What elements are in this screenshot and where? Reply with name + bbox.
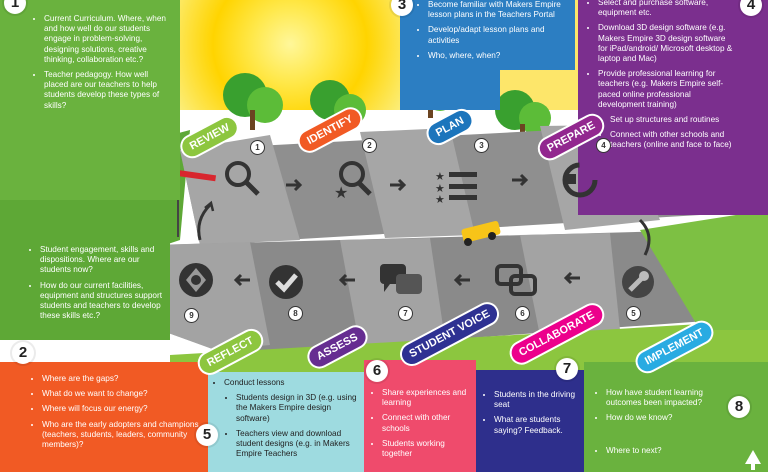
step-number: 7 <box>398 306 413 321</box>
chat-icon <box>380 264 422 294</box>
panel-number-5: 5 <box>196 424 218 446</box>
svg-text:★: ★ <box>435 170 445 183</box>
panel-implement-questions <box>208 372 364 472</box>
svg-text:★: ★ <box>334 183 348 202</box>
panel-4-item: Download 3D design software (e.g. Makers… <box>598 23 736 64</box>
sky-background <box>180 0 400 110</box>
panel-4-item: Select and purchase software, equipment … <box>598 0 736 18</box>
magnifier-icon <box>225 161 260 196</box>
panel-7-text: Students in the driving seat What are st… <box>484 390 580 441</box>
step-number: 4 <box>596 138 611 153</box>
step-number: 8 <box>288 306 303 321</box>
step-number: 3 <box>474 138 489 153</box>
panel-reflect-questions <box>0 230 170 340</box>
panel-1-text: Current Curriculum. Where, when and how … <box>34 14 174 116</box>
panel-6-item: Share experiences and learning <box>382 388 472 408</box>
list-icon: ★★★ <box>435 170 477 204</box>
panel-3-item: Become familiar with Makers Empire lesso… <box>428 0 568 20</box>
panel-8-text: How have student learning outcomes been … <box>596 388 724 461</box>
panel-7-item: What are students saying? Feedback. <box>494 415 580 435</box>
panel-2-item: Who are the early adopters and champions… <box>42 420 204 451</box>
svg-text:★: ★ <box>435 182 445 195</box>
panel-9-item: Student engagement, skills and dispositi… <box>40 245 170 276</box>
car-icon <box>461 221 501 246</box>
svg-text:★: ★ <box>435 193 445 204</box>
panel-5-item: Conduct lessons <box>224 378 360 388</box>
check-icon <box>269 265 303 299</box>
panel-9-text: Student engagement, skills and dispositi… <box>30 245 170 326</box>
panel-5-subitem: Teachers view and download student desig… <box>236 429 360 460</box>
step-number: 2 <box>362 138 377 153</box>
panel-8-item: How do we know? <box>606 413 724 423</box>
panel-8-item: Where to next? <box>606 446 724 456</box>
aperture-icon <box>179 263 213 297</box>
panel-3-text: Become familiar with Makers Empire lesso… <box>418 0 568 66</box>
panel-number-7: 7 <box>556 358 578 380</box>
panel-4-subitem: Set up structures and routines <box>610 115 736 125</box>
clock-icon <box>562 162 598 198</box>
wrench-icon <box>622 266 654 298</box>
panel-number-6: 6 <box>366 360 388 382</box>
panel-1-item: Teacher pedagogy. How well placed are ou… <box>44 70 174 111</box>
panel-2-text: Where are the gaps? What do we want to c… <box>32 374 204 455</box>
panel-5-subitem: Students design in 3D (e.g. using the Ma… <box>236 393 360 424</box>
panel-4-text: Select and purchase software, equipment … <box>588 0 736 156</box>
tree-icon <box>223 60 551 142</box>
panel-identify-questions <box>0 362 208 472</box>
panel-2-item: Where are the gaps? <box>42 374 204 384</box>
panel-3-item: Who, where, when? <box>428 51 568 61</box>
step-number: 1 <box>250 140 265 155</box>
tree-logo-icon <box>745 450 761 470</box>
panel-8-item: How have student learning outcomes been … <box>606 388 724 408</box>
panel-4-subitem: Connect with other schools and teachers … <box>610 130 736 150</box>
panel-number-3: 3 <box>391 0 413 16</box>
panel-plan-questions-ext <box>400 0 575 70</box>
panel-prepare-questions <box>578 0 768 215</box>
step-number: 5 <box>626 306 641 321</box>
panel-6-item: Students working together <box>382 439 472 459</box>
magnifier-star-icon: ★ <box>334 161 372 202</box>
panel-number-1: 1 <box>4 0 26 14</box>
panel-1-item: Current Curriculum. Where, when and how … <box>44 14 174 65</box>
panel-2-item: Where will focus our energy? <box>42 404 204 414</box>
step-number: 9 <box>184 308 199 323</box>
panel-5-text: Conduct lessons Students design in 3D (e… <box>214 378 360 464</box>
panel-student-voice-questions <box>476 370 584 472</box>
panel-review-questions <box>0 0 180 200</box>
panel-number-8: 8 <box>728 396 750 418</box>
step-number: 6 <box>515 306 530 321</box>
panel-9-item: How do our current facilities, equipment… <box>40 281 170 322</box>
panel-number-4: 4 <box>740 0 762 16</box>
panel-number-2: 2 <box>12 342 34 364</box>
panel-7-item: Students in the driving seat <box>494 390 580 410</box>
links-icon <box>495 264 537 296</box>
panel-4-item: Provide professional learning for teache… <box>598 69 736 110</box>
panel-6-item: Connect with other schools <box>382 413 472 433</box>
panel-3-item: Develop/adapt lesson plans and activitie… <box>428 25 568 45</box>
panel-6-text: Share experiences and learning Connect w… <box>372 388 472 464</box>
panel-2-item: What do we want to change? <box>42 389 204 399</box>
